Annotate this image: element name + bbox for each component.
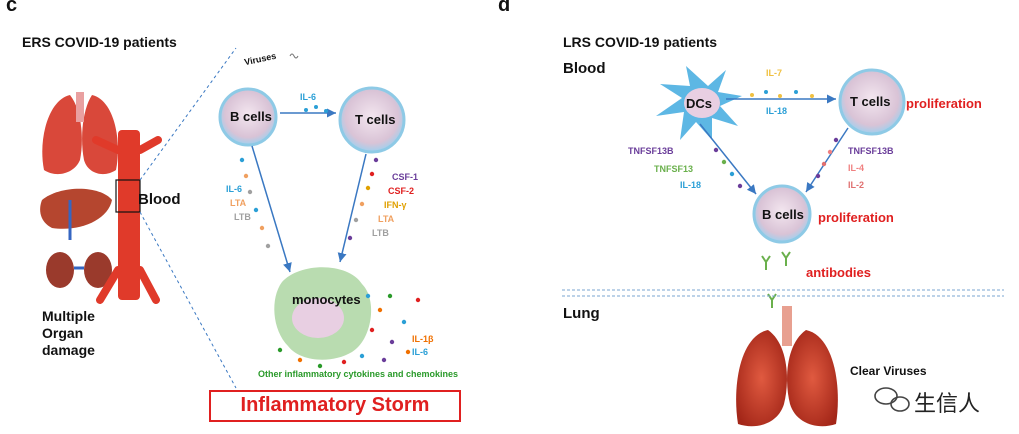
- right-cytokine-0: CSF-1: [392, 172, 419, 182]
- panel-d-title: LRS COVID-19 patients: [563, 34, 718, 50]
- right-cytokine-1: CSF-2: [388, 186, 415, 196]
- t-cell-shape-d: [838, 68, 906, 136]
- organ-damage-label: Multiple Organ damage: [42, 308, 95, 358]
- b-cells-label-d: B cells: [762, 207, 804, 222]
- right-cytokine-4: LTB: [372, 228, 389, 238]
- il1b-label: IL-1β: [412, 334, 434, 344]
- b-cell-shape-c: [218, 87, 278, 147]
- lungs-organ-icon-d: [736, 306, 838, 427]
- d-left-cytokine-0: TNFSF13B: [628, 146, 674, 156]
- panel-c-letter: c: [6, 0, 18, 16]
- d-right-cytokine-0: TNFSF13B: [848, 146, 894, 156]
- il7-label: IL-7: [766, 68, 783, 78]
- liver-organ-icon: [40, 188, 112, 240]
- d-left-cytokine-2: IL-18: [680, 180, 702, 190]
- t-cell-shape-c: [338, 86, 406, 154]
- left-cytokine-2: LTB: [234, 212, 251, 222]
- antibody-icons: [761, 251, 791, 308]
- panel-d-letter: d: [498, 0, 511, 16]
- il18-top-label: IL-18: [766, 106, 788, 116]
- blood-vessel-icon: [92, 130, 162, 304]
- lungs-organ-icon: [42, 92, 118, 175]
- blood-label-c: Blood: [138, 191, 181, 208]
- other-cytokines-label: Other inflammatory cytokines and chemoki…: [258, 369, 459, 379]
- wechat-icon: [874, 387, 910, 412]
- left-cytokine-1: LTA: [230, 198, 247, 208]
- watermark-text: 生信人: [914, 391, 981, 416]
- virus-icon: [289, 53, 299, 59]
- b-cell-shape-d: [752, 184, 812, 244]
- b-cells-label-c: B cells: [230, 109, 272, 124]
- il6-mono-label: IL-6: [412, 347, 429, 357]
- panel-c-title: ERS COVID-19 patients: [22, 34, 177, 50]
- left-cytokine-0: IL-6: [226, 184, 243, 194]
- proliferation-b-label: proliferation: [818, 210, 894, 225]
- lung-label: Lung: [563, 305, 600, 322]
- blood-label-d: Blood: [563, 60, 606, 77]
- right-cytokine-2: IFN-γ: [384, 200, 407, 210]
- il6-top-label: IL-6: [300, 92, 317, 102]
- proliferation-t-label: proliferation: [906, 96, 982, 111]
- t-cells-label-c: T cells: [355, 112, 396, 127]
- monocytes-label: monocytes: [292, 292, 361, 307]
- right-cytokine-3: LTA: [378, 214, 395, 224]
- antibodies-label: antibodies: [806, 265, 872, 280]
- d-right-cytokine-2: IL-2: [848, 180, 865, 190]
- clear-viruses-label: Clear Viruses: [850, 364, 927, 378]
- dcs-label: DCs: [686, 96, 713, 111]
- t-cells-label-d: T cells: [850, 94, 891, 109]
- d-right-cytokine-1: IL-4: [848, 163, 865, 173]
- inflammatory-storm-box: Inflammatory Storm: [209, 390, 461, 422]
- d-left-cytokine-1: TNFSF13: [654, 164, 694, 174]
- kidneys-organ-icon: [46, 252, 112, 288]
